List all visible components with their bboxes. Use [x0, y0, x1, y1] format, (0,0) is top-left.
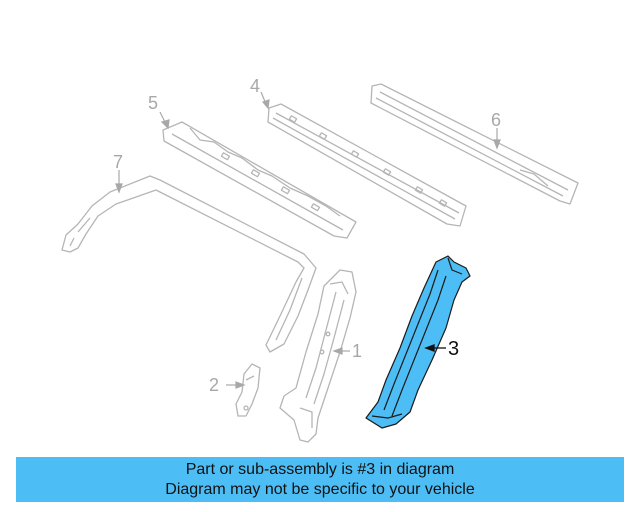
part-4-roof-bow[interactable]	[267, 103, 467, 227]
part-3-pillar-trim-highlighted[interactable]	[365, 255, 471, 429]
callout-6: 6	[491, 110, 501, 130]
callout-3-leader	[424, 344, 446, 352]
roof-pillar-parts-diagram: 7 5 4 6 1 2 3	[61, 76, 579, 443]
callout-2: 2	[209, 375, 219, 395]
callout-1: 1	[352, 341, 362, 361]
banner-line-1: Part or sub-assembly is #3 in diagram	[185, 461, 455, 478]
banner-line-2: Diagram may not be specific to your vehi…	[165, 481, 475, 498]
callout-3: 3	[448, 338, 459, 360]
info-banner: Part or sub-assembly is #3 in diagram Di…	[16, 457, 624, 502]
part-7-roof-side-frame[interactable]	[61, 175, 317, 353]
part-2-bracket[interactable]	[235, 363, 261, 417]
part-5-front-header[interactable]	[162, 121, 357, 239]
callout-leaders	[115, 91, 501, 389]
part-1-pillar[interactable]	[279, 269, 357, 443]
callout-5: 5	[148, 93, 158, 113]
part-6-roof-rail[interactable]	[370, 83, 579, 205]
callout-7: 7	[113, 152, 123, 172]
callout-4: 4	[250, 76, 260, 96]
